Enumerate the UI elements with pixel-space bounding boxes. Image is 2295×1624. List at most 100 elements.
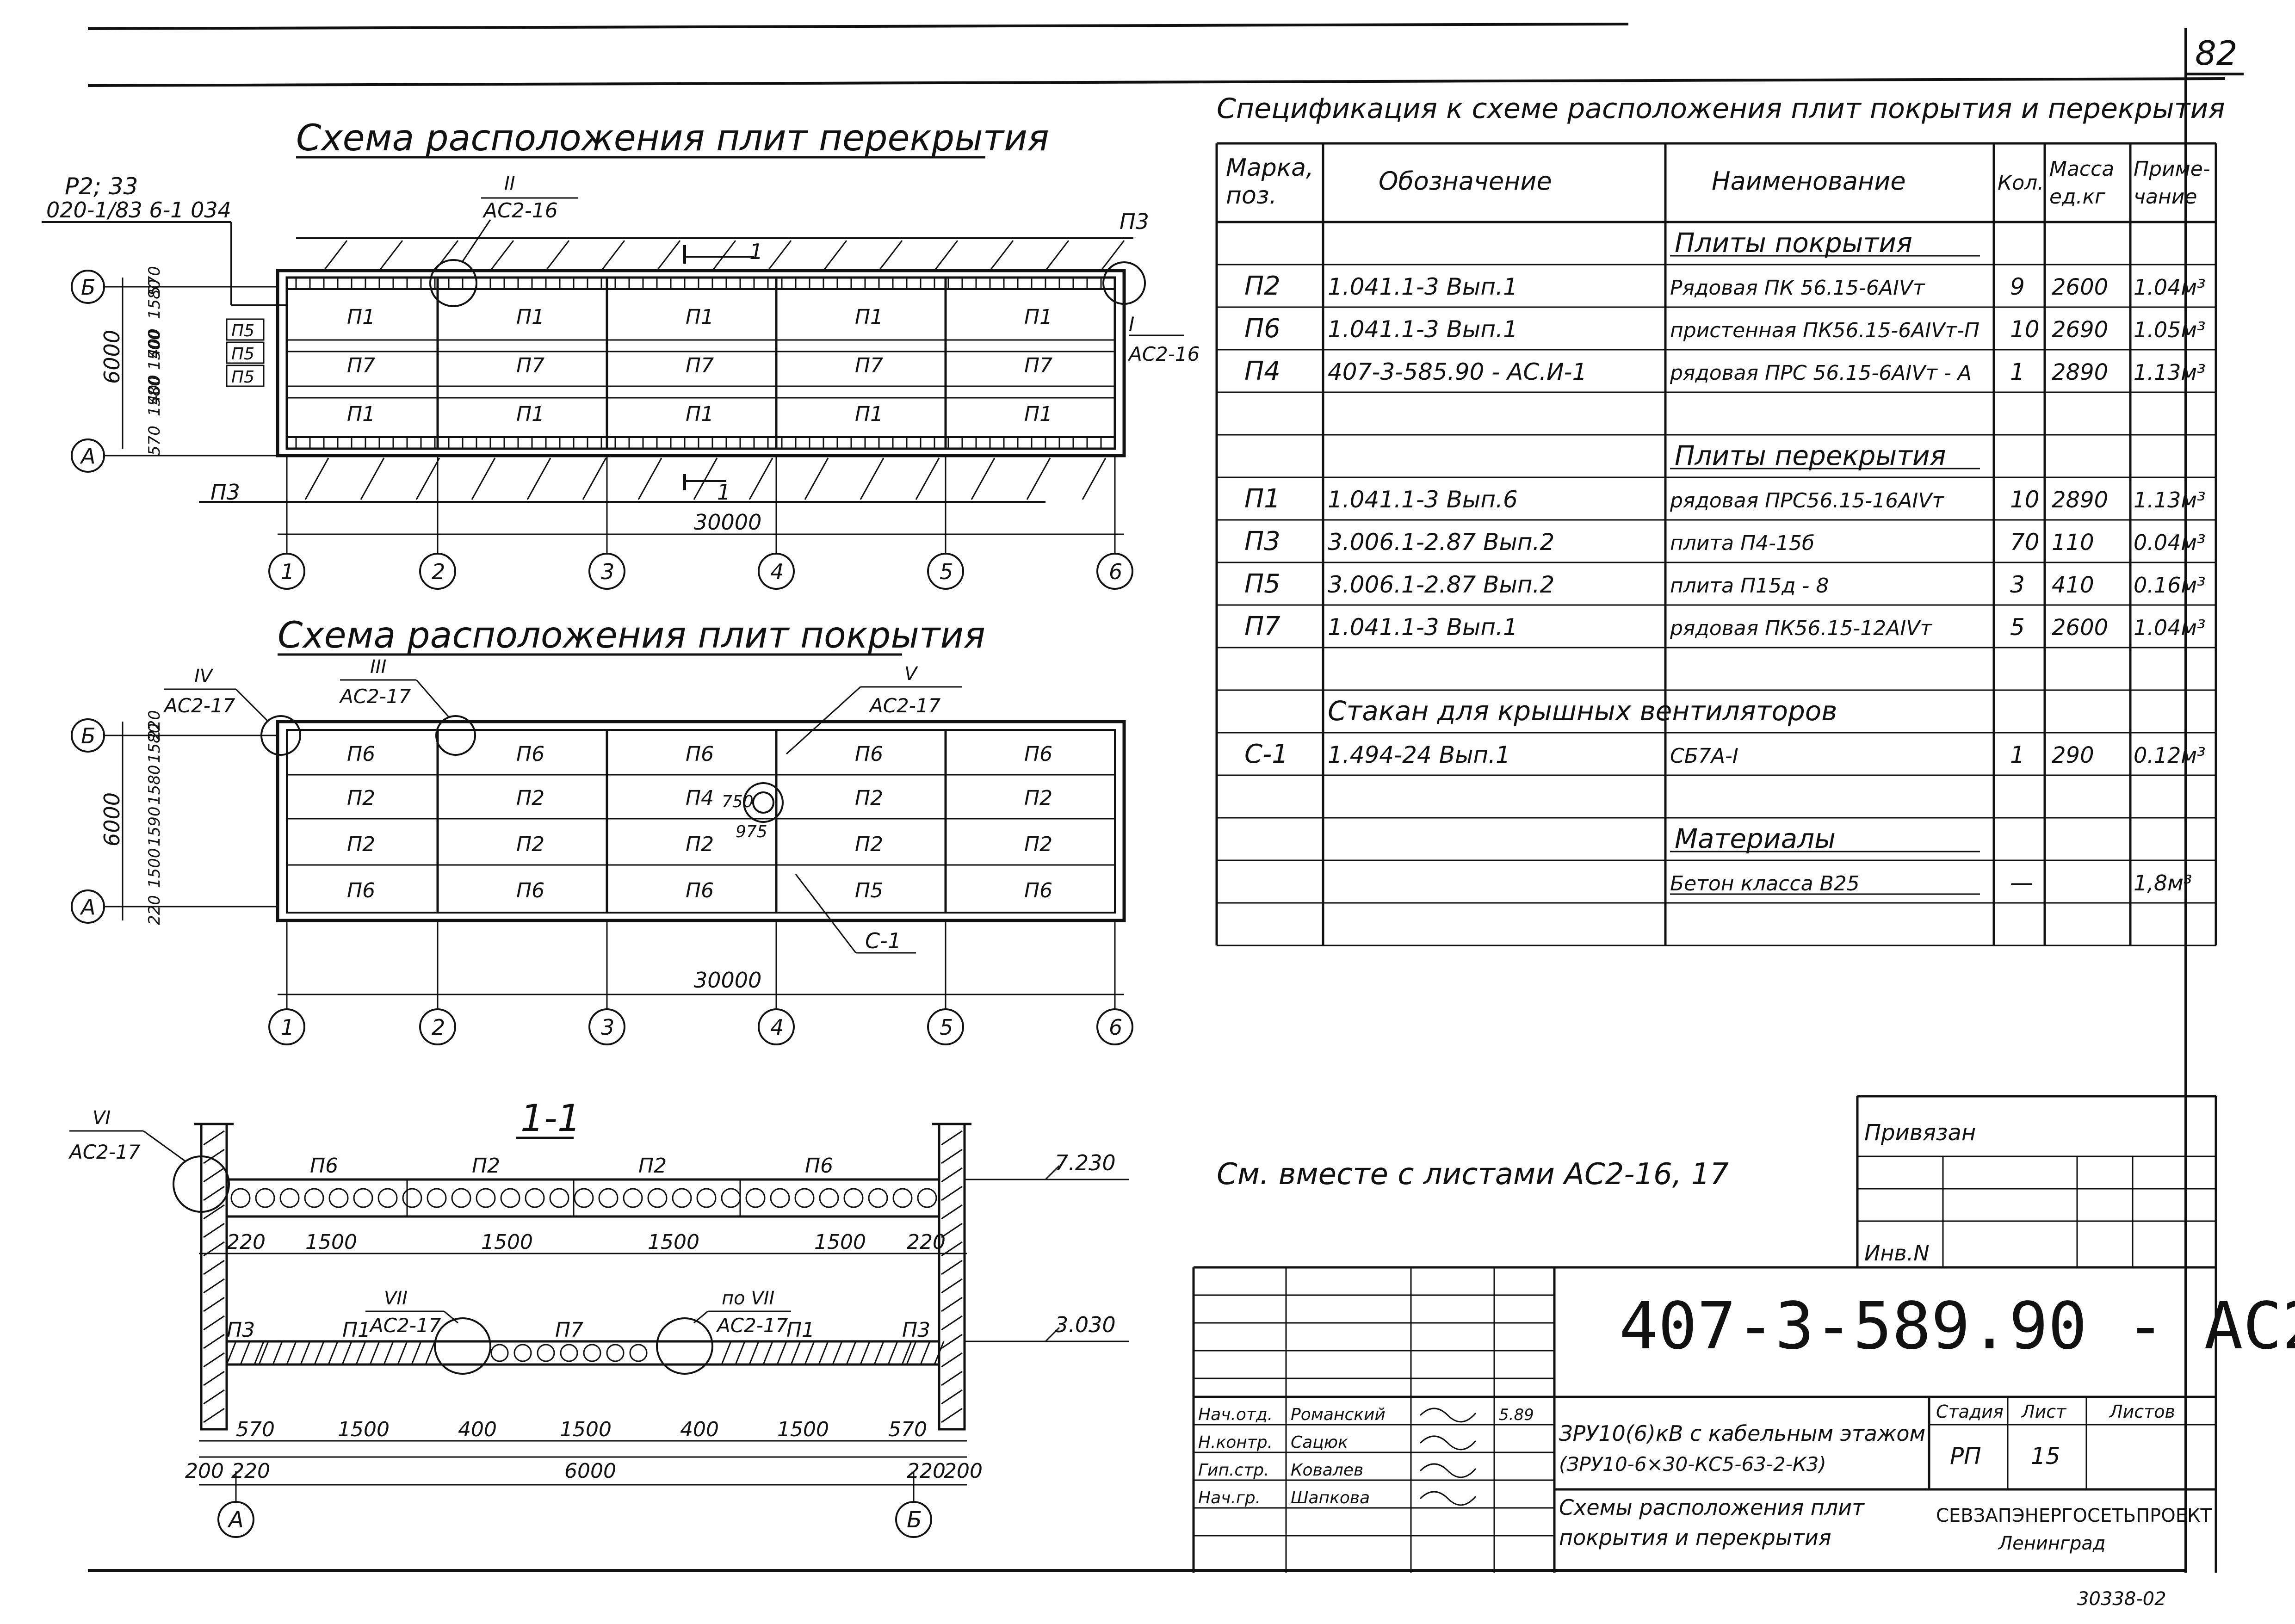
sheet-title-line1: Схемы расположения плит <box>1559 1495 1865 1520</box>
spec-header-cell: Обозначение <box>1379 167 1552 196</box>
spec-code: 1.041.1-3 Вып.6 <box>1328 486 1518 513</box>
roof-slab-label: П2 <box>516 833 544 856</box>
spec-code: 3.006.1-2.87 Вып.2 <box>1328 571 1554 598</box>
floor-slab-label: П7 <box>1024 354 1052 377</box>
spec-table: Спецификация к схеме расположения плит п… <box>1215 93 2225 946</box>
title-block: Привязан Инв.N 407-3-589.90 - АС2 Нач.от… <box>1192 1095 2295 1610</box>
callout-vii: VII <box>384 1288 408 1309</box>
spec-qty: 1 <box>2010 358 2025 385</box>
spec-header-cell: чание <box>2134 185 2197 209</box>
section-bottom-slab-label: П1 <box>342 1318 371 1342</box>
section-top-slab-label: П6 <box>310 1154 338 1178</box>
roof-slab-label: П6 <box>686 742 714 766</box>
spec-mass: 410 <box>2052 572 2094 598</box>
object-line2: (ЗРУ10-6×30-КС5-63-2-К3) <box>1559 1453 1826 1476</box>
roof-slab-label: П6 <box>347 879 375 902</box>
floor-slab-label: П7 <box>686 354 714 377</box>
floor-p5-label: П5 <box>231 321 254 340</box>
section-title: 1-1 <box>520 1097 581 1140</box>
section-outer-dim: 200 <box>185 1459 224 1483</box>
floor-slab-label: П1 <box>347 305 375 329</box>
axis-col-label: 2 <box>432 559 445 584</box>
spec-code: 1.041.1-3 Вып.1 <box>1328 614 1518 641</box>
roof-slab-label: П2 <box>347 833 375 856</box>
callout-ii: II <box>504 173 515 194</box>
spec-mass: 2890 <box>2052 487 2108 513</box>
axis-col-marker <box>927 553 964 590</box>
axis-col-marker <box>588 553 625 590</box>
spec-header-cell: поз. <box>1226 182 1277 210</box>
floor-scheme: Схема расположения плит перекрытия Р2; 3… <box>42 117 1200 590</box>
callout-v-ref: АС2-17 <box>868 694 941 717</box>
spec-section-heading: Материалы <box>1675 823 1836 854</box>
axis-col-label: 1 <box>281 559 294 584</box>
spec-code: 1.494-24 Вып.1 <box>1328 741 1510 768</box>
axis-col-marker <box>927 1008 964 1045</box>
section-top-slab-label: П2 <box>472 1154 500 1178</box>
spec-mass: 110 <box>2052 530 2094 556</box>
spec-qty: 3 <box>2010 571 2025 598</box>
roof-slab-label: П2 <box>855 786 883 810</box>
roof-hole-dim-1: 750 <box>722 792 754 811</box>
floor-dim-left: 400 <box>145 375 164 405</box>
section-top-dim: 1500 <box>648 1230 699 1254</box>
floor-dim-left: 1500 <box>145 330 164 370</box>
roof-slab-label: П6 <box>1024 742 1052 766</box>
callout-i-ref: АС2-16 <box>1127 343 1200 365</box>
floor-slab-label: П1 <box>1024 402 1052 426</box>
section-top-slab-label: П6 <box>805 1154 833 1178</box>
floor-dim-left: 1580 <box>145 376 164 416</box>
floor-slab-label: П7 <box>516 354 544 377</box>
spec-mark: С-1 <box>1244 739 1288 769</box>
roof-slab-label: П6 <box>516 879 544 902</box>
roof-slab-label: П2 <box>347 786 375 810</box>
org-line2: Ленинград <box>1998 1533 2106 1554</box>
spec-note: 0.04м³ <box>2134 530 2206 555</box>
drawing-code: 407-3-589.90 - АС2 <box>1619 1289 2295 1364</box>
section-outer-dim: 220 <box>231 1459 270 1483</box>
spec-mark: П1 <box>1244 484 1280 514</box>
floor-slab-label: П1 <box>855 305 883 329</box>
floor-slab-label: П1 <box>686 402 714 426</box>
spec-code: 1.041.1-3 Вып.1 <box>1328 273 1518 300</box>
axis-col-marker <box>419 1008 456 1045</box>
roof-dim-left: 220 <box>145 895 164 925</box>
axis-row-label: А <box>80 895 95 920</box>
section-top-dim: 1500 <box>814 1230 866 1254</box>
spec-mark: П3 <box>1244 526 1280 556</box>
axis-col-label: 4 <box>770 559 784 584</box>
axis-col-marker <box>268 553 305 590</box>
inv-label: Инв.N <box>1864 1241 1930 1266</box>
spec-qty: 1 <box>2010 741 2025 768</box>
floor-total-length: 30000 <box>694 510 761 535</box>
floor-width-dim: 6000 <box>99 330 124 384</box>
spec-mass: 2600 <box>2052 615 2108 641</box>
stage-value: РП <box>1950 1443 1981 1470</box>
spec-mark: П6 <box>1244 314 1280 344</box>
tb-role: Н.контр. <box>1198 1433 1273 1452</box>
floor-p5-label: П5 <box>231 368 254 387</box>
callout-i: I <box>1129 313 1134 335</box>
spec-header-cell: Наименование <box>1712 167 1906 196</box>
spec-mass: 2690 <box>2052 317 2108 343</box>
spec-header-cell: Масса <box>2049 157 2114 181</box>
callout-vi: VI <box>93 1107 111 1129</box>
spec-name: Бетон класса В25 <box>1670 872 1860 895</box>
c1-label: С-1 <box>865 928 901 953</box>
section-bottom-slab-label: П3 <box>902 1318 930 1342</box>
section-bottom-dim: 1500 <box>338 1418 390 1441</box>
roof-slab-label: П2 <box>686 833 714 856</box>
floor-slab-label: П1 <box>1024 305 1052 329</box>
spec-mark: П4 <box>1244 356 1280 386</box>
elev-bottom: 3.030 <box>1055 1312 1116 1337</box>
spec-mark: П5 <box>1244 569 1280 599</box>
floor-dim-left: 400 <box>145 328 164 358</box>
roof-dim-left: 1500 <box>145 848 164 888</box>
axis-row-label: Б <box>81 275 96 300</box>
axis-col-label: 3 <box>601 1015 614 1040</box>
axis-col-label: 4 <box>770 1015 784 1040</box>
floor-p5-label: П5 <box>231 345 254 364</box>
axis-col-label: 1 <box>281 1015 294 1040</box>
floor-slab-label: П7 <box>855 354 883 377</box>
axis-col-label: 2 <box>432 1015 445 1040</box>
